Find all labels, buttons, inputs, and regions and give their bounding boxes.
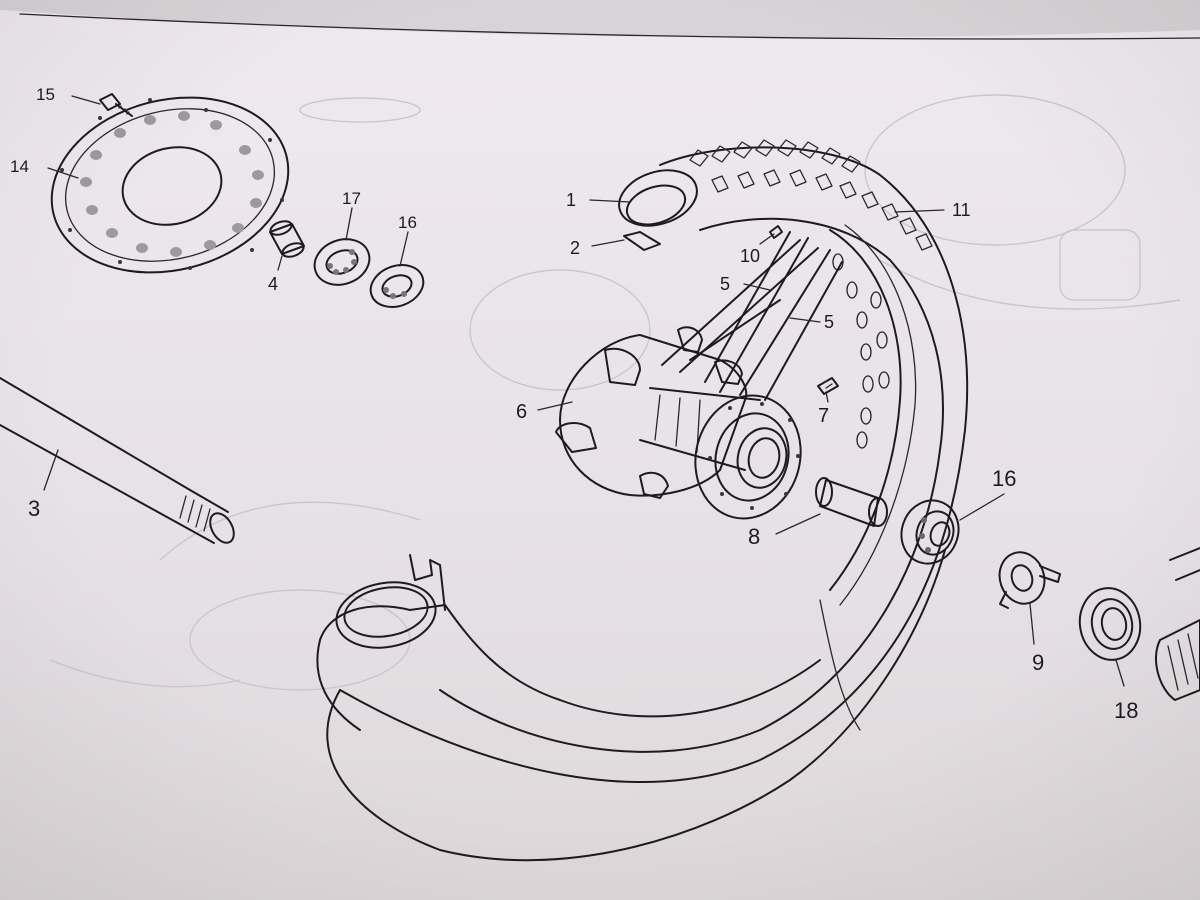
- photo-vignette: [0, 0, 1200, 900]
- parts-diagram-sheet: 15 14 17 16 4 3 1 2 10 11 5 5 6 7 8 16 9…: [0, 0, 1200, 900]
